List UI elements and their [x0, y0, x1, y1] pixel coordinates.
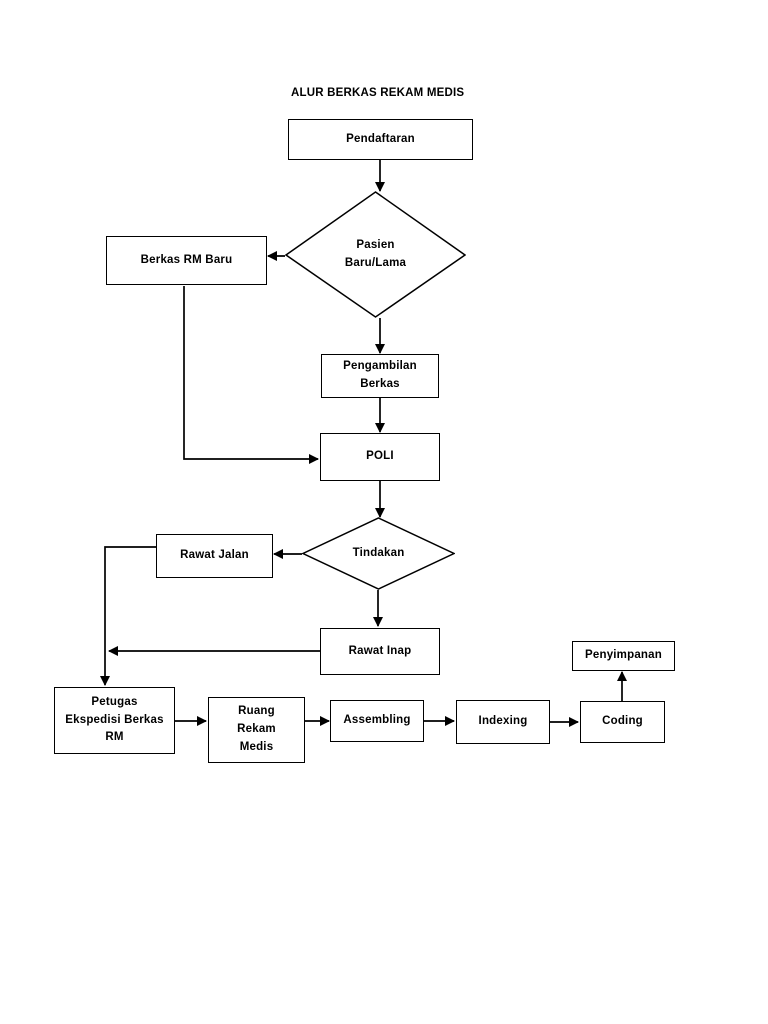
node-ruang-rekam-medis-label: Ruang Rekam Medis [237, 705, 276, 753]
node-assembling[interactable]: Assembling [330, 700, 424, 742]
node-pengambilan-berkas[interactable]: Pengambilan Berkas [321, 354, 439, 398]
diamond-shape-pasien [285, 191, 466, 318]
node-pasien-baru-lama[interactable]: Pasien Baru/Lama [285, 191, 466, 318]
node-poli-label: POLI [366, 450, 394, 463]
node-petugas-ekspedisi[interactable]: Petugas Ekspedisi Berkas RM [54, 687, 175, 754]
page-title: ALUR BERKAS REKAM MEDIS [291, 87, 465, 99]
node-coding[interactable]: Coding [580, 701, 665, 743]
node-indexing[interactable]: Indexing [456, 700, 550, 744]
node-assembling-label: Assembling [343, 714, 411, 727]
node-pendaftaran[interactable]: Pendaftaran [288, 119, 473, 160]
node-poli[interactable]: POLI [320, 433, 440, 481]
node-penyimpanan-label: Penyimpanan [585, 649, 662, 662]
node-petugas-ekspedisi-label: Petugas Ekspedisi Berkas RM [65, 695, 164, 744]
node-pengambilan-berkas-label: Pengambilan Berkas [343, 360, 417, 390]
node-pendaftaran-label: Pendaftaran [346, 132, 415, 145]
node-berkas-rm-baru-label: Berkas RM Baru [140, 253, 233, 266]
node-indexing-label: Indexing [478, 715, 528, 728]
node-ruang-rekam-medis[interactable]: Ruang Rekam Medis [208, 697, 305, 763]
node-rawat-inap-label: Rawat Inap [348, 644, 412, 657]
node-rawat-jalan[interactable]: Rawat Jalan [156, 534, 273, 578]
edge-rawat-jalan-to-petugas [99, 546, 156, 687]
node-berkas-rm-baru[interactable]: Berkas RM Baru [106, 236, 267, 285]
node-rawat-jalan-label: Rawat Jalan [180, 549, 249, 562]
diamond-shape-tindakan [302, 517, 455, 590]
node-pasien-baru-lama-label: Pasien Baru/Lama [344, 238, 407, 269]
node-penyimpanan[interactable]: Penyimpanan [572, 641, 675, 671]
node-rawat-inap[interactable]: Rawat Inap [320, 628, 440, 675]
node-tindakan[interactable]: Tindakan [302, 517, 455, 590]
node-tindakan-label: Tindakan [352, 546, 405, 559]
node-coding-label: Coding [602, 715, 643, 728]
